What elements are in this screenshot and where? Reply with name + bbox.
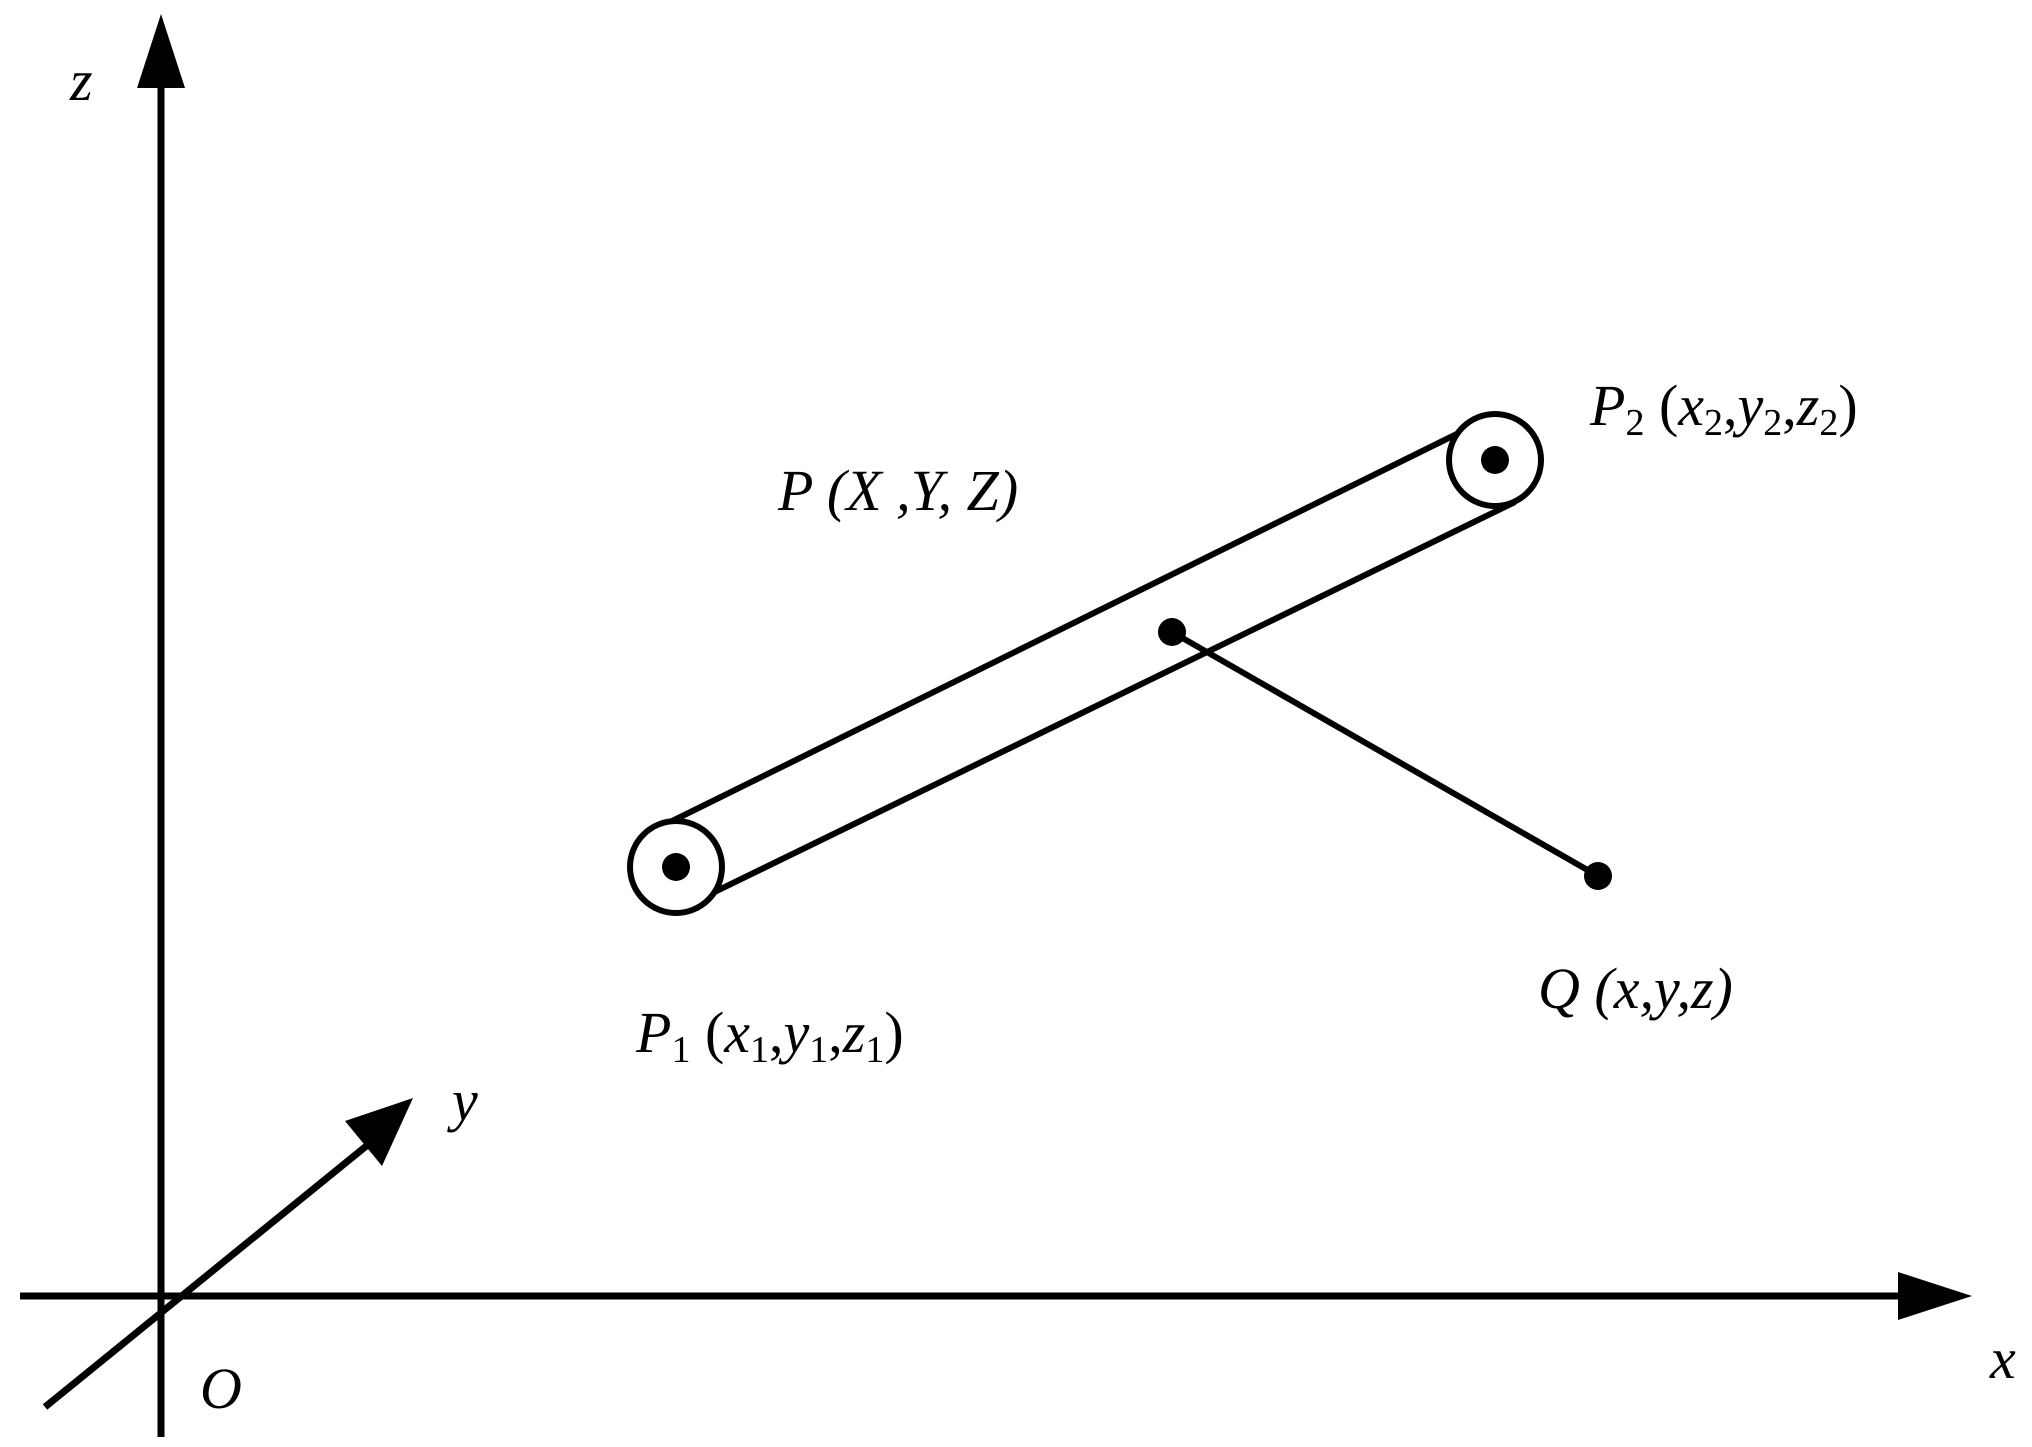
x-axis-label: x bbox=[1989, 1326, 2016, 1391]
z-axis-label: z bbox=[69, 48, 93, 113]
y-axis bbox=[42, 1140, 373, 1410]
origin-label: O bbox=[200, 1356, 242, 1421]
point-q-dot bbox=[1584, 862, 1612, 890]
point-q-label: Q (x,y,z) bbox=[1538, 956, 1733, 1021]
point-p1-label: P1 (x1,y1,z1) bbox=[635, 1000, 904, 1071]
y-axis-arrowhead bbox=[345, 1098, 413, 1166]
z-axis-arrowhead bbox=[137, 14, 185, 88]
p-to-q-segment bbox=[1170, 629, 1600, 879]
point-p-label: P (X ,Y, Z) bbox=[777, 458, 1018, 523]
point-p2-label: P2 (x2,y2,z2) bbox=[1589, 373, 1858, 444]
rod-bottom-edge bbox=[692, 499, 1517, 905]
point-p-dot bbox=[1158, 618, 1186, 646]
rod-top-edge bbox=[658, 422, 1477, 830]
p1-center-dot bbox=[662, 853, 690, 881]
p2-center-dot bbox=[1481, 446, 1509, 474]
x-axis-arrowhead bbox=[1898, 1272, 1972, 1320]
y-axis-label: y bbox=[447, 1068, 478, 1133]
